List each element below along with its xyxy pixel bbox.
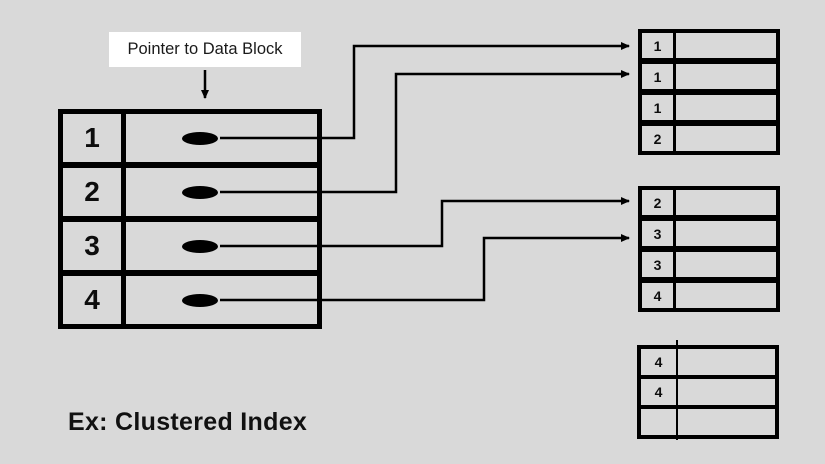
data-block-2-row-1: 2	[642, 190, 776, 221]
data-block-2-row-4: 4	[642, 283, 776, 308]
index-pointer-cell	[126, 114, 317, 162]
data-block-3-row-3	[641, 409, 775, 435]
index-pointer-cell	[126, 168, 317, 216]
index-key-cell: 3	[63, 222, 126, 270]
data-block-3-row-2: 4	[641, 379, 775, 409]
data-block-1-row-2: 1	[642, 64, 776, 95]
data-key-cell: 4	[642, 283, 676, 308]
pointer-oval-icon	[182, 239, 218, 253]
data-block-2-row-3: 3	[642, 252, 776, 283]
data-value-cell	[676, 126, 776, 151]
data-key-cell: 3	[642, 252, 676, 277]
data-value-cell	[676, 252, 776, 277]
data-block-3-row-1: 4	[641, 349, 775, 379]
index-row-3: 3	[63, 222, 317, 276]
data-block-1-row-3: 1	[642, 95, 776, 126]
data-value-cell	[676, 33, 776, 58]
data-value-cell	[676, 283, 776, 308]
data-key-cell: 4	[641, 349, 678, 375]
pointer-oval-icon	[182, 185, 218, 199]
data-key-cell: 3	[642, 221, 676, 246]
index-row-2: 2	[63, 168, 317, 222]
index-pointer-cell	[126, 222, 317, 270]
data-value-cell	[676, 95, 776, 120]
index-pointer-cell	[126, 276, 317, 324]
data-block-1-row-4: 2	[642, 126, 776, 151]
pointer-oval-icon	[182, 131, 218, 145]
data-key-cell	[641, 409, 678, 435]
data-block-2: 2 3 3 4	[638, 186, 780, 312]
data-key-cell: 1	[642, 95, 676, 120]
data-value-cell	[676, 190, 776, 215]
data-key-cell: 4	[641, 379, 678, 405]
data-value-cell	[678, 349, 775, 375]
data-block-3: 4 4	[637, 345, 779, 439]
data-value-cell	[678, 379, 775, 405]
data-value-cell	[676, 221, 776, 246]
data-block-1: 1 1 1 2	[638, 29, 780, 155]
pointer-label-text: Pointer to Data Block	[127, 40, 283, 58]
index-key-cell: 2	[63, 168, 126, 216]
index-key-cell: 4	[63, 276, 126, 324]
data-key-cell: 2	[642, 126, 676, 151]
data-key-cell: 1	[642, 33, 676, 58]
data-value-cell	[676, 64, 776, 89]
index-row-1: 1	[63, 114, 317, 168]
data-value-cell	[678, 409, 775, 435]
index-table: 1 2 3 4	[58, 109, 322, 329]
data-block-1-row-1: 1	[642, 33, 776, 64]
index-row-4: 4	[63, 276, 317, 324]
diagram-caption: Ex: Clustered Index	[68, 408, 308, 436]
data-key-cell: 2	[642, 190, 676, 215]
pointer-label: Pointer to Data Block	[109, 32, 301, 67]
index-key-cell: 1	[63, 114, 126, 162]
pointer-oval-icon	[182, 293, 218, 307]
data-key-cell: 1	[642, 64, 676, 89]
data-block-2-row-2: 3	[642, 221, 776, 252]
